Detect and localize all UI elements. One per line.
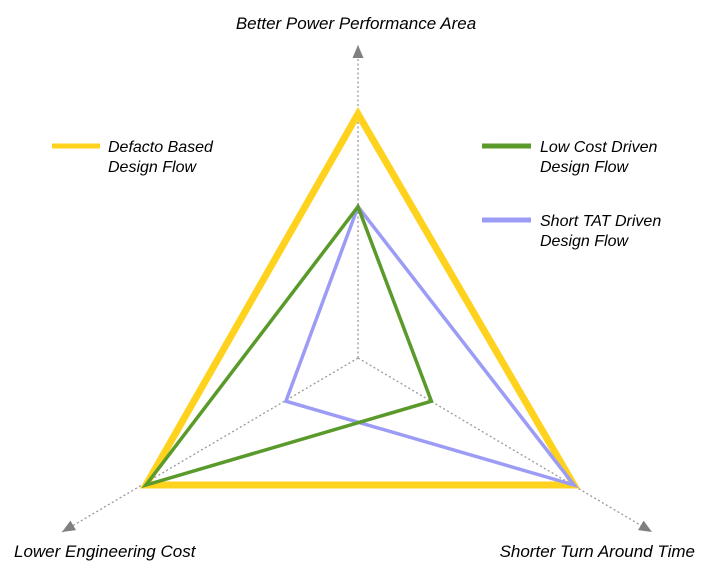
axes [61, 45, 653, 533]
series-polygon-0 [139, 106, 581, 489]
axis-label-tat: Shorter Turn Around Time [500, 542, 695, 561]
axis-arrow-power [352, 45, 364, 58]
legend-item-defacto: Defacto Based Design Flow [52, 139, 214, 176]
legend-item-low-cost: Low Cost Driven Design Flow [482, 139, 657, 176]
legend-label-short-tat-line2: Design Flow [540, 233, 629, 250]
legend: Defacto Based Design Flow Low Cost Drive… [52, 139, 661, 250]
legend-label-short-tat-line1: Short TAT Driven [540, 213, 661, 230]
axis-arrow-tat [638, 520, 652, 532]
series-polygon-2 [283, 203, 579, 489]
axis-line-cost [61, 357, 359, 533]
legend-label-defacto-line1: Defacto Based [108, 139, 214, 156]
axis-line-tat [357, 357, 653, 533]
axis-arrow-cost [62, 520, 76, 532]
series-polygons [139, 106, 581, 489]
legend-label-low-cost-line2: Design Flow [540, 159, 629, 176]
legend-item-short-tat: Short TAT Driven Design Flow [482, 213, 661, 250]
legend-label-defacto-line2: Design Flow [108, 159, 197, 176]
legend-label-low-cost-line1: Low Cost Driven [540, 139, 657, 156]
series-polygon-1 [141, 203, 434, 489]
axis-label-power: Better Power Performance Area [236, 14, 476, 33]
axis-label-cost: Lower Engineering Cost [14, 542, 197, 561]
